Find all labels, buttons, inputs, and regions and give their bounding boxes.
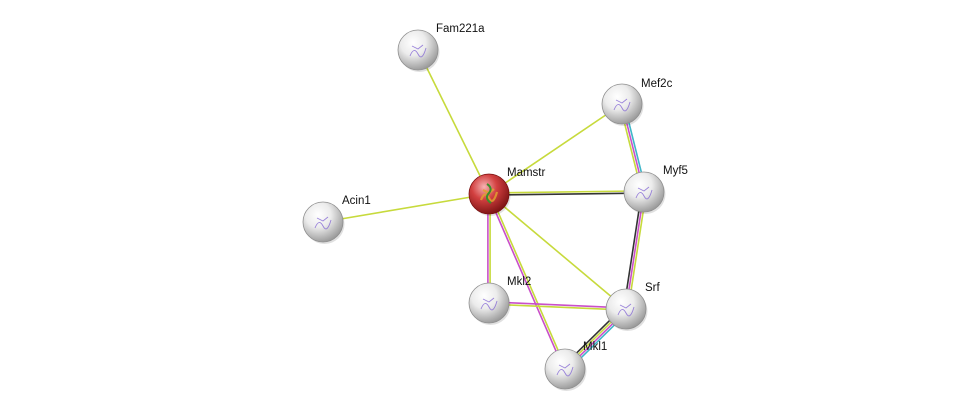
- node-sphere: [397, 29, 439, 71]
- node-sphere: [468, 282, 510, 324]
- protein-structure-icon: [409, 44, 427, 58]
- edge-mamstr-acin1[interactable]: [322, 193, 490, 223]
- edge-strand-experiments: [489, 301, 627, 309]
- protein-structure-icon: [613, 98, 631, 112]
- edge-strand-textmining: [322, 193, 490, 223]
- node-srf[interactable]: Srf: [605, 282, 661, 331]
- node-fam221a[interactable]: Fam221a: [397, 23, 485, 72]
- node-mef2c[interactable]: Mef2c: [601, 78, 673, 126]
- edge-mamstr-fam221a[interactable]: [417, 49, 490, 195]
- node-label-fam221a: Fam221a: [436, 23, 485, 35]
- edge-mamstr-srf[interactable]: [488, 193, 627, 310]
- protein-structure-icon: [480, 297, 498, 311]
- node-acin1[interactable]: Acin1: [302, 195, 371, 244]
- node-label-mkl2: Mkl2: [507, 276, 531, 288]
- edge-mamstr-mkl1[interactable]: [487, 193, 567, 370]
- node-label-acin1: Acin1: [342, 195, 371, 207]
- protein-structure-icon: [635, 186, 653, 200]
- edge-mkl2-srf[interactable]: [488, 301, 627, 311]
- node-label-srf: Srf: [645, 282, 661, 294]
- edge-strand-experiments: [487, 194, 565, 370]
- protein-structure-icon: [314, 216, 332, 230]
- edge-strand-textmining: [489, 193, 567, 369]
- node-sphere: [544, 348, 586, 390]
- edge-strand-textmining: [488, 303, 626, 311]
- node-sphere: [605, 288, 647, 330]
- node-sphere: [302, 201, 344, 243]
- edge-strand-textmining: [488, 190, 644, 194]
- protein-structure-icon: [556, 363, 574, 377]
- node-sphere: [623, 171, 665, 213]
- node-label-mef2c: Mef2c: [641, 78, 673, 90]
- node-label-mkl1: Mkl1: [583, 341, 607, 353]
- node-sphere: [601, 83, 643, 125]
- edge-strand-textmining: [488, 103, 623, 195]
- edge-strand-textmining: [417, 49, 490, 195]
- node-label-mamstr: Mamstr: [507, 167, 546, 179]
- edge-strand-textmining: [488, 193, 627, 310]
- node-mkl1[interactable]: Mkl1: [544, 341, 607, 391]
- node-label-myf5: Myf5: [663, 165, 688, 177]
- node-myf5[interactable]: Myf5: [623, 165, 688, 214]
- protein-structure-icon: [617, 303, 635, 317]
- node-mamstr[interactable]: Mamstr: [468, 167, 546, 216]
- edge-mamstr-myf5[interactable]: [488, 190, 645, 196]
- edge-mamstr-mef2c[interactable]: [488, 103, 623, 195]
- edge-strand-coexpression: [489, 192, 645, 196]
- protein-structure-helix-icon: [485, 183, 492, 204]
- node-mkl2[interactable]: Mkl2: [468, 276, 531, 325]
